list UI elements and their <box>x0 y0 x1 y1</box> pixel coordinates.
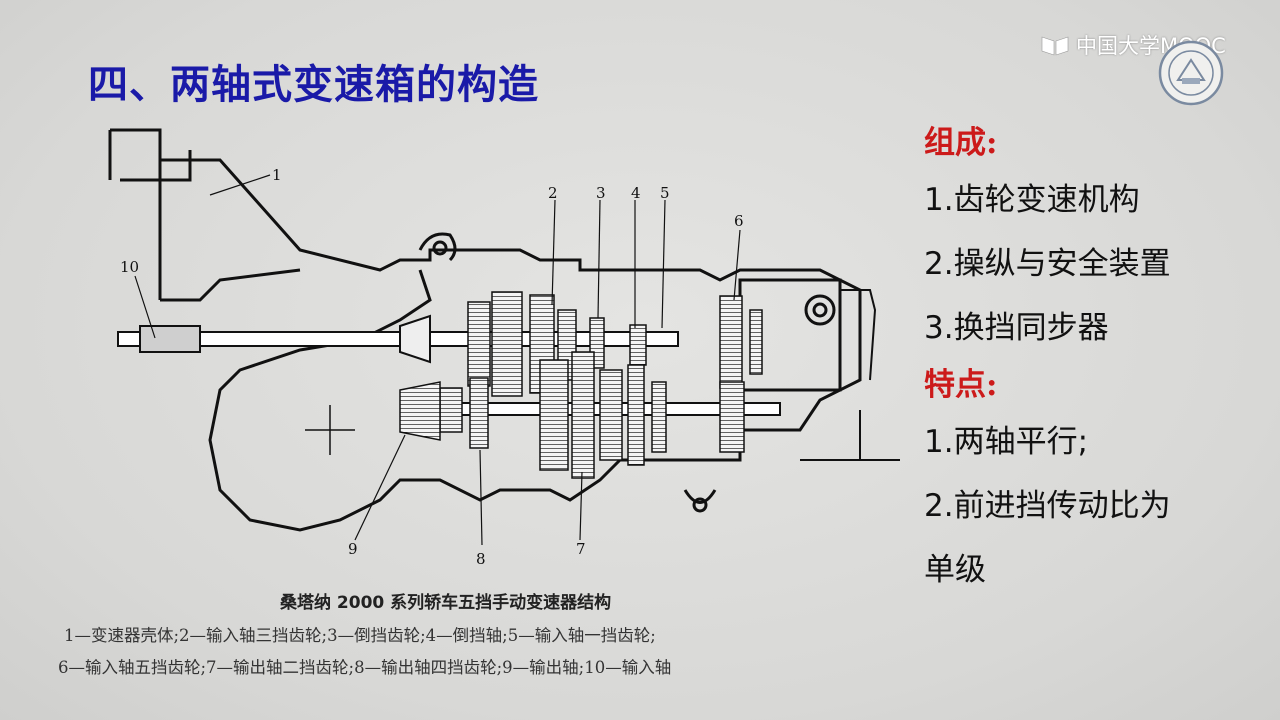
right-panel: 组成: 1.齿轮变速机构 2.操纵与安全装置 3.换挡同步器 特点: 1.两轴平… <box>924 118 1264 602</box>
legend-line-2: 6—输入轴五挡齿轮;7—输出轴二挡齿轮;8—输出轴四挡齿轮;9—输出轴;10—输… <box>58 658 672 677</box>
features-heading: 特点: <box>924 367 998 403</box>
callout-6: 6 <box>734 212 744 230</box>
composition-item: 2.操纵与安全装置 <box>924 246 1171 282</box>
composition-item: 3.换挡同步器 <box>924 310 1109 346</box>
legend-line-1: 1—变速器壳体;2—输入轴三挡齿轮;3—倒挡齿轮;4—倒挡轴;5—输入轴一挡齿轮… <box>64 626 656 645</box>
university-seal-icon <box>1158 40 1224 106</box>
output-pinion <box>399 381 441 441</box>
callout-9: 9 <box>348 540 358 558</box>
features-item: 1.两轴平行; <box>924 424 1089 460</box>
composition-item: 1.齿轮变速机构 <box>924 182 1140 218</box>
slide-title: 四、两轴式变速箱的构造 <box>88 61 539 108</box>
composition-heading: 组成: <box>924 125 998 161</box>
callout-3: 3 <box>596 184 606 202</box>
features-item: 2.前进挡传动比为 <box>924 488 1171 524</box>
callout-7: 7 <box>576 540 586 558</box>
features-item: 单级 <box>924 552 986 588</box>
callout-10: 10 <box>120 258 139 276</box>
callout-2: 2 <box>548 184 558 202</box>
callout-5: 5 <box>660 184 670 202</box>
mooc-logo-icon <box>1041 36 1069 56</box>
gear-stacks <box>439 291 763 479</box>
callout-8: 8 <box>476 550 486 568</box>
callout-4: 4 <box>631 184 641 202</box>
diagram-caption: 桑塔纳 2000 系列轿车五挡手动变速器结构 <box>280 593 612 613</box>
transmission-diagram: 1 2 3 4 5 6 7 8 9 10 <box>108 128 900 568</box>
callout-1: 1 <box>272 166 282 184</box>
